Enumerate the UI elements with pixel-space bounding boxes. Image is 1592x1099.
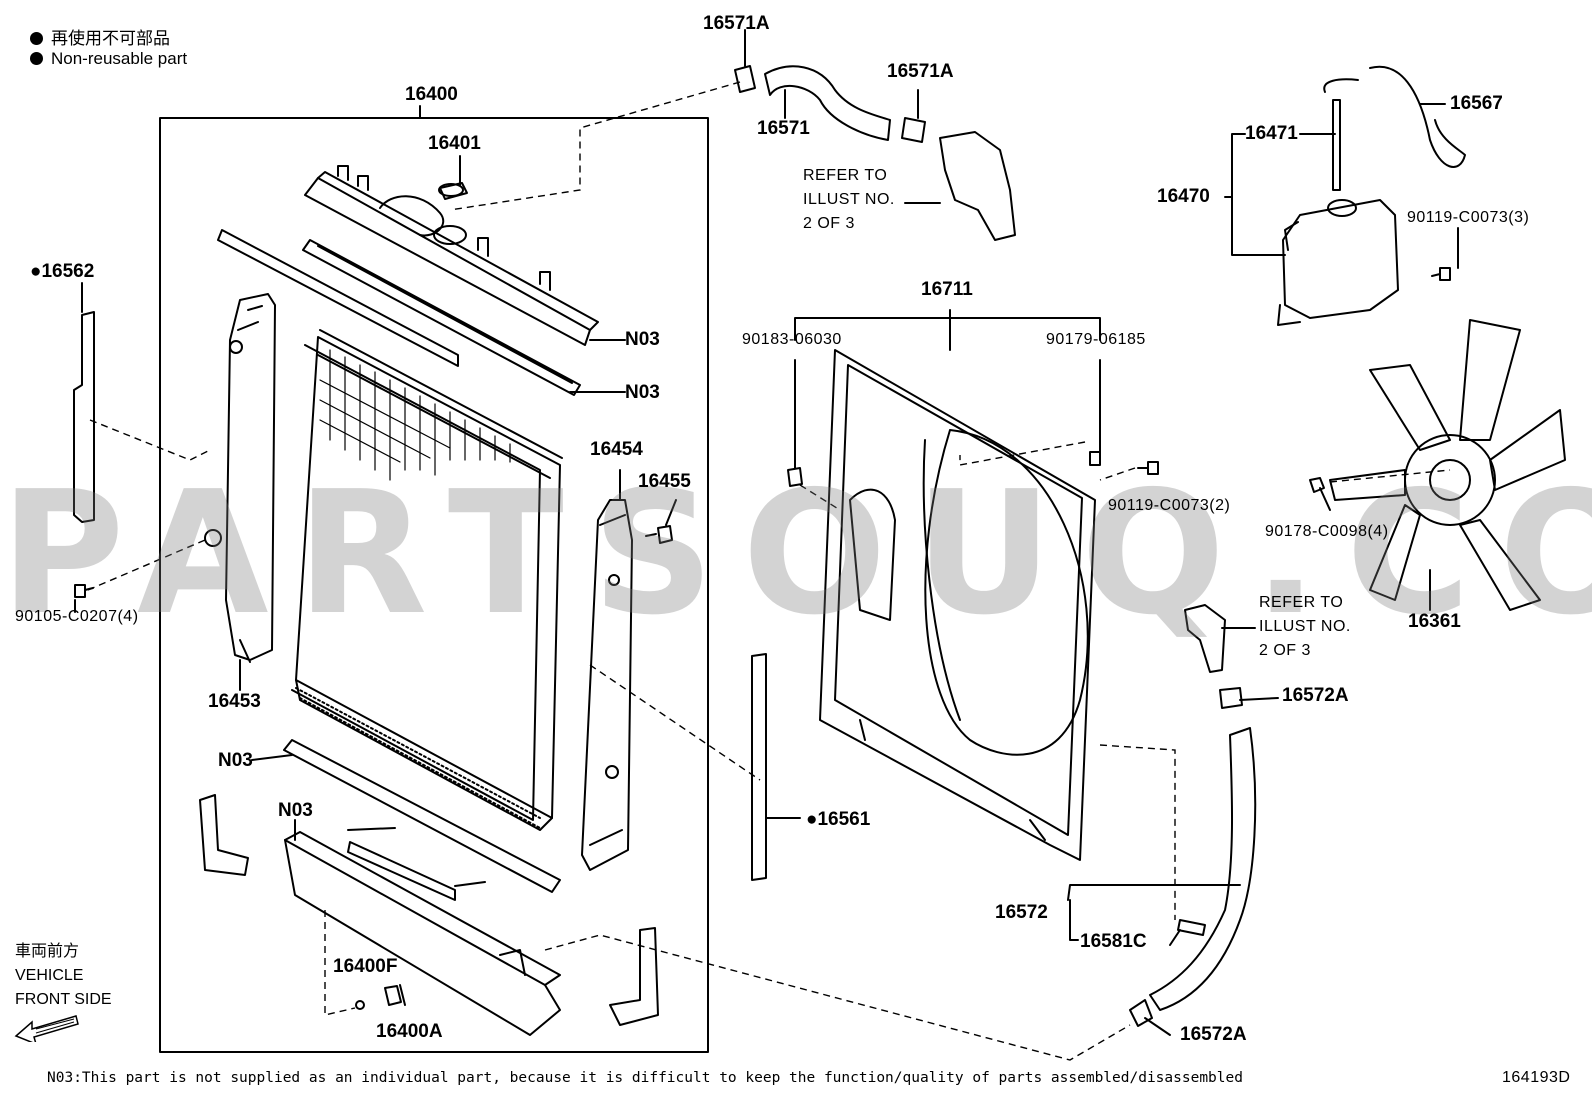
callout-n03-bot2[interactable]: N03 (278, 800, 313, 821)
footnote: N03:This part is not supplied as an indi… (47, 1070, 1243, 1086)
callout-n03-bot1[interactable]: N03 (218, 750, 253, 771)
callout-16567[interactable]: 16567 (1450, 93, 1503, 114)
callout-16572A-1[interactable]: 16572A (1282, 685, 1349, 706)
clip-16581C (1177, 919, 1206, 936)
radiator-core (291, 329, 563, 831)
callout-90105[interactable]: 90105-C0207(4) (15, 608, 139, 625)
clamp-16572A-2 (1129, 999, 1153, 1027)
lower-gasket (283, 739, 561, 893)
radiator-assembly-box (159, 117, 709, 1053)
callout-90179[interactable]: 90179-06185 (1046, 331, 1146, 348)
fan-shroud (819, 349, 1096, 861)
callout-n03-top2[interactable]: N03 (625, 382, 660, 403)
refer2-line3: 2 OF 3 (1259, 642, 1311, 659)
refer1-line3: 2 OF 3 (803, 215, 855, 232)
front-arrow-icon (14, 1015, 79, 1042)
right-support (581, 499, 633, 871)
callout-n03-top1[interactable]: N03 (625, 329, 660, 350)
callout-16455[interactable]: 16455 (638, 471, 691, 492)
cooling-fan (1329, 319, 1566, 611)
upper-tank (304, 165, 599, 346)
lower-tank (284, 827, 561, 1036)
callout-16572A-2[interactable]: 16572A (1180, 1024, 1247, 1045)
hose-lower-right (609, 927, 659, 1026)
callout-16400A[interactable]: 16400A (376, 1021, 443, 1042)
fitting-refer2 (1184, 604, 1226, 673)
front-en2: FRONT SIDE (15, 991, 112, 1008)
hose-lower-left (199, 794, 249, 876)
clip-90179 (1089, 451, 1101, 466)
callout-16571A-2[interactable]: 16571A (887, 61, 954, 82)
callout-16571A-1[interactable]: 16571A (703, 13, 770, 34)
reservoir-tank (1277, 65, 1466, 326)
bullet-icon (30, 52, 43, 65)
clamp-16572A-1 (1219, 687, 1243, 709)
callout-16471[interactable]: 16471 (1245, 123, 1298, 144)
hose-16571 (764, 65, 891, 141)
refer1-line1: REFER TO (803, 167, 888, 184)
vehicle-front-side: 車両前方 VEHICLE FRONT SIDE (15, 940, 112, 1012)
callout-16571[interactable]: 16571 (757, 118, 810, 139)
callout-16454[interactable]: 16454 (590, 439, 643, 460)
callout-90183[interactable]: 90183-06030 (742, 331, 842, 348)
strip-16561 (751, 653, 767, 881)
callout-90119-2[interactable]: 90119-C0073(2) (1108, 497, 1231, 514)
legend-en-text: Non-reusable part (51, 49, 188, 68)
bullet-icon (30, 32, 43, 45)
clamp-16571A-2 (901, 117, 926, 143)
callout-16401[interactable]: 16401 (428, 133, 481, 154)
legend-en: Non-reusable part (30, 49, 187, 69)
callout-90119-3[interactable]: 90119-C0073(3) (1407, 209, 1530, 226)
callout-16572[interactable]: 16572 (995, 902, 1048, 923)
left-support (225, 293, 276, 663)
front-jp: 車両前方 (15, 943, 80, 960)
upper-strip (217, 229, 459, 367)
strip-16562 (73, 311, 95, 523)
callout-16400F[interactable]: 16400F (333, 956, 398, 977)
legend-jp: 再使用不可部品 (30, 24, 170, 49)
clamp-16571A-1 (734, 65, 756, 93)
thermostat-housing (939, 131, 1016, 241)
refer2-line2: ILLUST NO. (1259, 618, 1351, 635)
callout-16561[interactable]: ●16561 (806, 809, 871, 830)
callout-16711[interactable]: 16711 (921, 279, 973, 300)
callout-16361[interactable]: 16361 (1408, 611, 1461, 632)
legend-jp-text: 再使用不可部品 (51, 29, 170, 48)
hose-16572 (1149, 727, 1257, 1011)
callout-16453[interactable]: 16453 (208, 691, 261, 712)
front-en1: VEHICLE (15, 967, 84, 984)
upper-gasket (302, 239, 581, 396)
diagram-id: 164193D (1502, 1069, 1571, 1086)
clip-90183 (787, 467, 803, 487)
refer1-line2: ILLUST NO. (803, 191, 895, 208)
callout-16470[interactable]: 16470 (1157, 186, 1210, 207)
callout-16581C[interactable]: 16581C (1080, 931, 1147, 952)
refer2-line1: REFER TO (1259, 594, 1344, 611)
callout-90178[interactable]: 90178-C0098(4) (1265, 523, 1389, 540)
callout-16562[interactable]: ●16562 (30, 261, 95, 282)
callout-16400[interactable]: 16400 (405, 84, 458, 105)
